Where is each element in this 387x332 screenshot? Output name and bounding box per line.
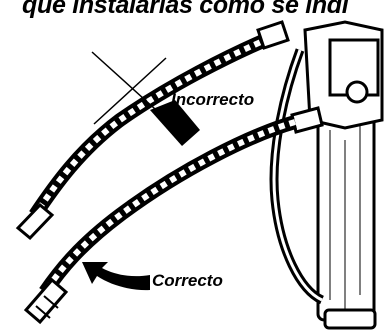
incorrect-coupler [18,205,52,238]
grease-gun-cylinder [318,110,374,320]
correct-hose [26,122,295,322]
incorrect-hose [18,22,288,238]
grease-gun-base [325,310,375,328]
correct-arrow-icon [82,262,150,290]
incorrect-label: Incorrecto [171,90,254,110]
correct-label: Correcto [152,271,223,291]
incorrect-nozzle [258,22,288,48]
grease-gun [274,22,382,328]
